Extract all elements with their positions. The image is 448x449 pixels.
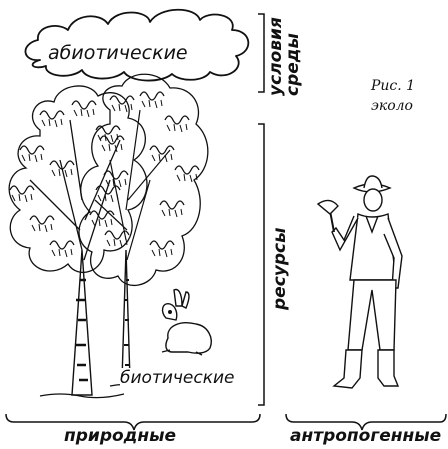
cloud-label: абиотические xyxy=(48,42,188,64)
label-biotic: биотические xyxy=(120,368,235,388)
label-conditions: условия среды xyxy=(268,12,302,96)
label-anthropogenic: антропогенные xyxy=(290,426,441,446)
label-conditions-line2: среды xyxy=(283,33,303,96)
caption-line1: Рис. 1 xyxy=(371,76,415,96)
label-resources: ресурсы xyxy=(272,210,289,310)
bracket-conditions xyxy=(258,14,264,92)
rabbit-drawing xyxy=(162,290,211,355)
label-natural: природные xyxy=(64,426,176,446)
man-with-axe xyxy=(318,176,402,388)
figure-caption: Рис. 1 эколо xyxy=(371,76,415,116)
bracket-resources xyxy=(258,124,264,405)
caption-line2: эколо xyxy=(371,96,415,116)
